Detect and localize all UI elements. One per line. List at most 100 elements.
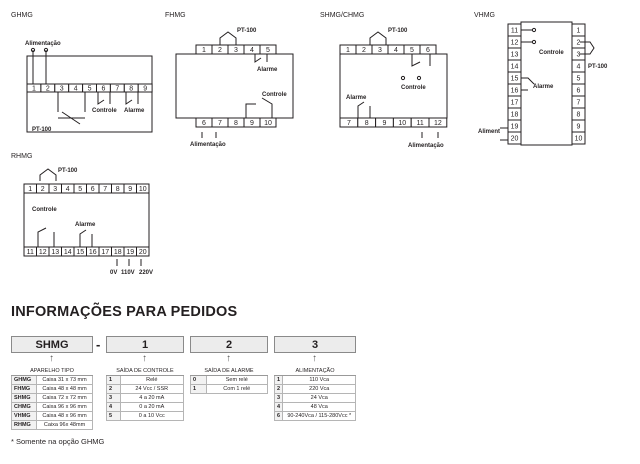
- row-description: Com 1 relé: [205, 384, 269, 394]
- fhmg-alimentacao-label: Alimentação: [190, 142, 226, 148]
- shmg-controle-label: Controle: [401, 85, 426, 91]
- row-description: Caixa 72 x 72 mm: [36, 393, 93, 403]
- vhmg-aliment-label: Aliment: [478, 129, 500, 135]
- row-code: 1: [190, 384, 207, 394]
- ghmg-title: GHMG: [11, 12, 33, 19]
- ghmg-alarme-label: Alarme: [124, 108, 145, 114]
- terminal-number: 2: [577, 40, 581, 47]
- terminal-number: 4: [74, 86, 78, 93]
- terminal-number: 1: [202, 47, 206, 54]
- row-description: 48 Vca: [282, 402, 356, 412]
- terminal-number: 11: [511, 28, 518, 35]
- terminal-number: 12: [39, 249, 47, 256]
- terminal-number: 6: [426, 47, 430, 54]
- rhmg-220v-label: 220V: [139, 270, 153, 276]
- terminal-number: 15: [511, 76, 519, 83]
- terminal-number: 20: [139, 249, 147, 256]
- terminal-number: 10: [264, 120, 272, 127]
- row-code: 5: [106, 411, 121, 421]
- row-description: Caixa 96x 48mm: [36, 420, 93, 430]
- rhmg-controle-label: Controle: [32, 207, 57, 213]
- terminal-number: 13: [511, 52, 519, 59]
- terminal-number: 8: [129, 86, 133, 93]
- terminal-number: 9: [577, 124, 581, 131]
- terminal-cell: [507, 131, 522, 145]
- row-description: Caixa 48 x 96 mm: [36, 411, 93, 421]
- terminal-number: 14: [64, 249, 72, 256]
- terminal-number: 4: [250, 47, 254, 54]
- row-description: Caixa 96 x 96 mm: [36, 402, 93, 412]
- row-code: VHMG: [10, 411, 38, 421]
- terminal-number: 6: [101, 86, 105, 93]
- row-code: 6: [273, 411, 284, 421]
- terminal-number: 9: [128, 186, 132, 193]
- terminal-cell: [428, 117, 448, 128]
- terminal-number: 10: [398, 120, 406, 127]
- code-controle-box: 1: [106, 336, 184, 353]
- shmg-alimentacao-label: Alimentação: [408, 143, 444, 149]
- terminal-cell: [419, 44, 437, 55]
- terminal-number: 4: [66, 186, 70, 193]
- row-description: Caixa 48 x 48 mm: [36, 384, 93, 394]
- row-description: 24 Vca: [282, 393, 356, 403]
- row-code: SHMG: [10, 393, 38, 403]
- fhmg-title: FHMG: [165, 12, 186, 19]
- fhmg-pt100-label: PT-100: [237, 28, 257, 34]
- ghmg-pt100-label: PT-100: [32, 127, 52, 133]
- terminal-number: 3: [577, 52, 581, 59]
- row-code: 1: [106, 375, 121, 385]
- terminal-number: 2: [362, 47, 366, 54]
- row-description: 90-240Vca / 115-280Vcc *: [282, 411, 356, 421]
- terminal-number: 8: [365, 120, 369, 127]
- terminal-number: 10: [139, 186, 147, 193]
- terminal-number: 6: [202, 120, 206, 127]
- footnote: * Somente na opção GHMG: [11, 437, 105, 446]
- rhmg-title: RHMG: [11, 153, 32, 160]
- terminal-number: 3: [53, 186, 57, 193]
- terminal-number: 14: [511, 64, 519, 71]
- terminal-number: 15: [76, 249, 84, 256]
- shmg-pt100-label: PT-100: [388, 28, 408, 34]
- terminal-cell: [259, 44, 277, 55]
- row-description: 220 Vca: [282, 384, 356, 394]
- terminal-number: 7: [577, 100, 581, 107]
- terminal-number: 12: [511, 40, 519, 47]
- terminal-number: 1: [346, 47, 350, 54]
- terminal-cell: [571, 131, 586, 145]
- aparelho-header: APARELHO TIPO: [11, 367, 93, 376]
- row-code: 4: [273, 402, 284, 412]
- terminal-number: 5: [410, 47, 414, 54]
- terminal-number: 1: [32, 86, 36, 93]
- terminal-number: 6: [91, 186, 95, 193]
- terminal-number: 5: [266, 47, 270, 54]
- terminal-number: 9: [143, 86, 147, 93]
- terminal-number: 6: [577, 88, 581, 95]
- arrow-model-icon: ↑: [49, 353, 54, 364]
- vhmg-title: VHMG: [474, 12, 495, 19]
- row-code: 0: [190, 375, 207, 385]
- row-description: Relé: [119, 375, 185, 385]
